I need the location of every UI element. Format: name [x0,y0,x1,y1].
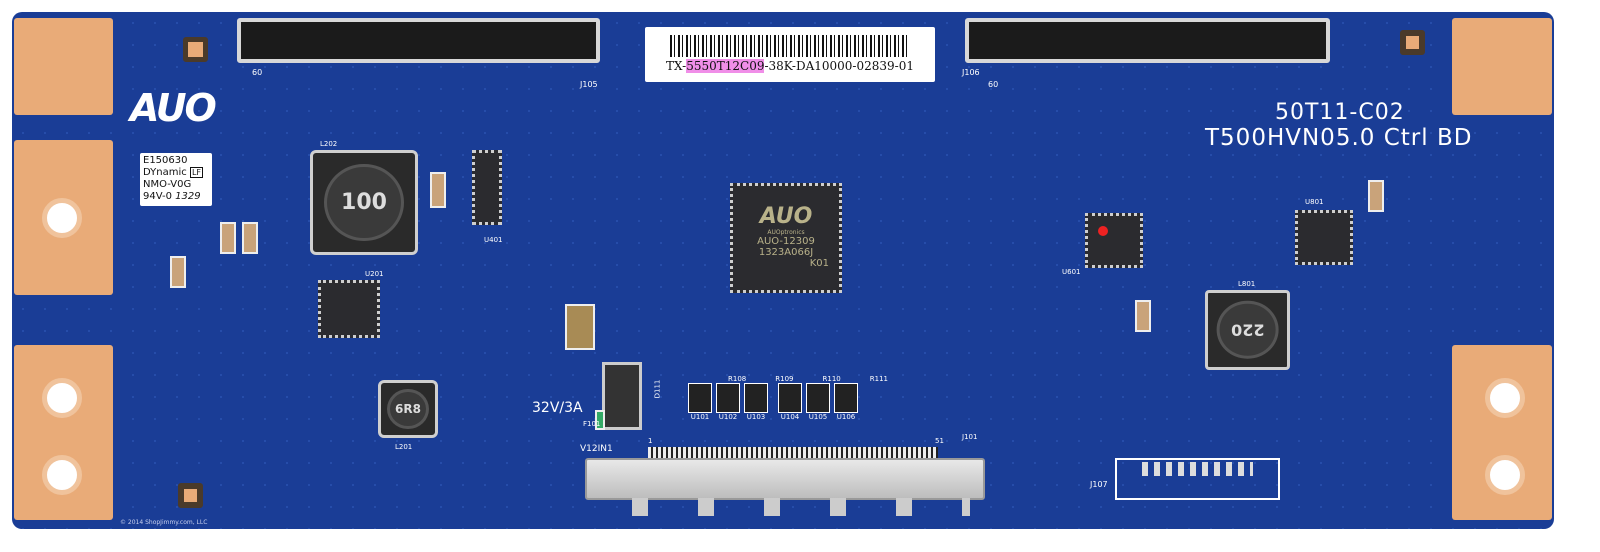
buffer-label: U103 [746,413,766,421]
mounting-hole [1485,378,1525,418]
ul-code: E150630 [143,155,188,166]
main-tcon-chip: AUO AUOptronics AUO-12309 1323A066J K01 [730,183,842,293]
j107-label: J107 [1090,480,1108,489]
d111-label: D111 [653,379,662,399]
buffer-chip: U102 [716,383,740,421]
capacitor [1135,300,1151,332]
buffer-label: U104 [780,413,800,421]
l801-label: L801 [1238,280,1256,288]
test-pad [178,483,203,508]
u201-label: U201 [365,270,384,278]
inductor-value: 220 [1216,301,1279,359]
buffer-chip: U101 [688,383,712,421]
copyright-watermark: © 2014 ShopJimmy.com, LLC [120,519,208,526]
mounting-hole [42,378,82,418]
capacitor [242,222,258,254]
chip-maker: AUOptronics [767,229,805,236]
j106-connector[interactable] [965,18,1330,63]
buffer-label: U105 [808,413,828,421]
ul-material: NMO-V0G [143,179,192,190]
resistor-label: R108 [728,375,747,383]
chip-logo: AUO [759,204,813,229]
barcode [670,35,910,57]
u801-label: U801 [1305,198,1324,206]
chip-lot: 1323A066J [758,247,814,258]
capacitor [170,256,186,288]
copper-pad [1452,18,1552,115]
v12in1-label: V12IN1 [580,444,613,454]
j105-connector[interactable] [237,18,600,63]
barcode-label: TX-5550T12C09-38K-DA10000-02839-01 [645,27,935,82]
ul-rating: 94V-0 [143,191,172,202]
l201-label: L201 [395,443,413,451]
board-model: 50T11-C02 [1275,100,1405,125]
connector-tabs [600,498,970,516]
red-dot [1098,226,1108,236]
u801-chip [1295,210,1353,265]
pin-label: 60 [252,68,263,77]
barcode-highlight: 5550T12C09 [686,59,765,73]
chip-part: AUO-12309 [757,236,815,247]
mounting-hole [1485,455,1525,495]
buffer-label: U102 [718,413,738,421]
u401-chip [472,150,502,225]
fuse-rating: 32V/3A [532,400,583,416]
test-pad [1400,30,1425,55]
resistor-label: R109 [775,375,794,383]
mounting-hole [42,198,82,238]
copper-pad [14,18,113,115]
capacitor [1368,180,1384,212]
buffer-chip: U106 [834,383,858,421]
barcode-prefix: TX- [666,59,687,73]
inductor-value: 100 [324,163,404,242]
mounting-hole [42,455,82,495]
resistor-label: R110 [822,375,841,383]
lf-mark: LF [189,167,203,178]
board-name: T500HVN05.0 Ctrl BD [1205,125,1473,151]
ul-maker: DYnamic [143,167,187,178]
u201-chip [318,280,380,338]
resistor-label: R111 [869,375,888,383]
u401-label: U401 [484,236,503,244]
d111-diode [602,362,642,430]
l202-inductor: 100 [310,150,418,255]
j101-connector[interactable] [585,458,985,500]
l201-inductor: 6R8 [378,380,438,438]
f101-label: F101 [583,420,601,428]
f101-fuse [595,410,605,430]
test-pad [183,37,208,62]
u601-chip [1085,213,1143,268]
inductor-value: 6R8 [386,388,430,430]
buffer-chip: U105 [806,383,830,421]
j101-pins [648,447,938,459]
j106-label: J106 [962,68,980,77]
j101-label: J101 [962,433,978,441]
buffer-row: U101 U102 U103 U104 U105 U106 [688,383,858,421]
capacitor [430,172,446,208]
buffer-label: U106 [836,413,856,421]
resistor-labels: R108 R109 R110 R111 [728,375,888,383]
l801-inductor: 220 [1205,290,1290,370]
buffer-chip: U103 [744,383,768,421]
j105-label: J105 [580,80,598,89]
chip-code: K01 [809,258,829,269]
pin-label: 1 [648,437,653,445]
buffer-chip: U104 [778,383,802,421]
j107-connector[interactable] [1115,458,1280,500]
ul-label: E150630 DYnamic LF NMO-V0G 94V-0 1329 [140,153,212,206]
barcode-suffix: -38K-DA10000-02839-01 [764,59,914,73]
u601-label: U601 [1062,268,1081,276]
pin-label: 60 [988,80,999,89]
pin-label: 51 [935,437,944,445]
l202-label: L202 [320,140,338,148]
auo-logo: AUO [130,86,217,130]
ul-date: 1329 [175,191,201,202]
capacitor [220,222,236,254]
buffer-label: U101 [690,413,710,421]
capacitor [565,304,595,350]
